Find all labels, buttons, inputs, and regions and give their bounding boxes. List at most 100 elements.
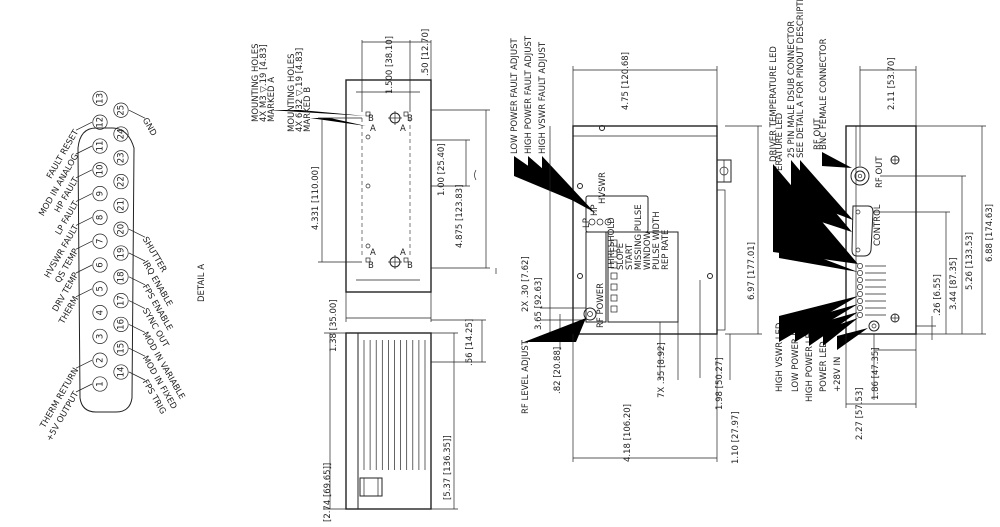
pin-7 <box>92 233 108 249</box>
dim-100: 1.00 [25.40] <box>437 143 447 196</box>
pin-leader-16 <box>128 324 146 333</box>
mark-a-1: A <box>370 124 376 134</box>
status-led <box>857 291 863 297</box>
pin-leader-19 <box>128 252 146 262</box>
pin-leader-7 <box>75 240 93 250</box>
panel-slot <box>610 283 618 291</box>
dim-26: .26 [6.55] <box>933 274 943 316</box>
pin-9 <box>92 186 108 202</box>
pin-6 <box>92 257 108 273</box>
heat-sink: [2.74 [69.65]] [5.37 [136.35]] .56 [14.2… <box>323 319 486 522</box>
pin-number-7: 7 <box>96 238 106 243</box>
dim-697: 6.97 [177.01] <box>747 242 757 300</box>
panel-slot <box>610 250 618 258</box>
pin-number-16: 16 <box>117 319 127 330</box>
pin-leader-8 <box>75 217 93 226</box>
dim-274: [2.74 [69.65]] <box>323 463 333 522</box>
pin-leader-15 <box>128 347 146 357</box>
pin-19 <box>113 245 129 261</box>
pin-number-15: 15 <box>117 343 127 354</box>
pin-3 <box>92 328 108 344</box>
pin-18 <box>113 269 129 285</box>
pin-number-14: 14 <box>117 367 127 378</box>
dim-4331: 4.331 [110.00] <box>311 167 321 230</box>
bnc-female-connector: BNC FEMALE CONNECTOR <box>819 38 829 150</box>
dim-1500: 1.500 [38.10] <box>385 36 395 94</box>
mark-b-4: B <box>407 261 413 271</box>
pin-number-10: 10 <box>96 164 106 175</box>
status-led <box>857 298 863 304</box>
pin-number-6: 6 <box>96 262 106 267</box>
dsub-connector: 25 PIN MALE DSUB CONNECTOR <box>787 21 797 158</box>
adjust-pot <box>604 218 612 226</box>
pin-number-9: 9 <box>96 191 106 196</box>
pin-leader-12 <box>75 121 93 131</box>
pin-number-5: 5 <box>96 286 106 291</box>
panel-label-hp: HP <box>590 204 600 216</box>
dim-82: .82 [20.88] <box>553 347 563 394</box>
pin-number-12: 12 <box>96 117 106 128</box>
pin-number-4: 4 <box>96 310 106 315</box>
panel-label-pulse-width: PULSE WIDTH <box>652 211 662 270</box>
pin-number-8: 8 <box>96 215 106 220</box>
mark-b-1: B <box>368 114 374 124</box>
panel-label-start: START <box>625 243 635 270</box>
pin-leader-1 <box>75 383 93 393</box>
rf-out-panel-text: RF OUT <box>875 156 885 188</box>
dim-7x35: 7X .35 [8.92] <box>657 342 667 398</box>
pin-1 <box>92 376 108 392</box>
mark-a-3: A <box>370 248 376 258</box>
dim-198: 1.98 [50.27] <box>715 357 725 410</box>
panel-label-threshold: THRESHOLD <box>607 217 617 271</box>
holes-a-line-2: 4X M3 ▽.19 [4.83] <box>259 44 269 122</box>
pin-leader-10 <box>75 169 93 179</box>
pin-number-25: 25 <box>117 105 127 116</box>
pin-number-17: 17 <box>117 295 127 306</box>
status-led <box>857 277 863 283</box>
status-led <box>857 305 863 311</box>
status-led <box>857 284 863 290</box>
fin-group <box>363 340 426 470</box>
pin-12 <box>92 114 108 130</box>
pin-number-3: 3 <box>96 334 106 339</box>
pin-8 <box>92 209 108 225</box>
mark-b-2: B <box>407 114 413 124</box>
front-view: LP HP HVSWR THRESHOLD SLOPE START MISSIN… <box>510 35 762 464</box>
panel-label-slope: SLOPE <box>616 243 626 270</box>
pin-number-22: 22 <box>117 176 127 187</box>
panel-slot <box>610 294 618 302</box>
high-vswr-fault-adjust: HIGH VSWR FAULT ADJUST <box>538 41 548 154</box>
rf-out-label: RF OUT <box>813 118 823 150</box>
panel-label-hvswr: HVSWR <box>598 172 608 204</box>
pin-leader-6 <box>75 264 93 274</box>
pin-number-1: 1 <box>96 381 106 386</box>
pin-15 <box>113 340 129 356</box>
pin-number-19: 19 <box>117 248 127 259</box>
pin-25 <box>113 102 129 118</box>
pin-leader-14 <box>128 371 146 381</box>
side-view: B A B A A B A B MOUNTING HOLES 4X M3 ▽.1… <box>251 29 490 352</box>
mark-b-3: B <box>368 261 374 271</box>
dim-50: .50 [12.70] <box>421 29 431 76</box>
led-group <box>857 263 886 318</box>
pin-number-20: 20 <box>117 224 127 235</box>
holes-a-line-3: MARKED A <box>267 77 277 122</box>
pin-13 <box>92 90 108 106</box>
pin-leader-9 <box>75 193 93 202</box>
pin-number-24: 24 <box>117 129 127 140</box>
holes-a-line-1: MOUNTING HOLES <box>251 43 261 122</box>
holes-b-line-1: MOUNTING HOLES <box>287 53 297 132</box>
control-panel-text: CONTROL <box>873 204 883 246</box>
plus-28v-in: +28V IN <box>833 357 843 392</box>
dim-344: 3.44 [87.35] <box>949 257 959 310</box>
pin-24 <box>113 126 129 142</box>
dim-211: 2.11 [53.70] <box>887 57 897 110</box>
pin-10 <box>92 162 108 178</box>
detail-a-connector: 1234567891011121314151617181920212223242… <box>77 90 207 413</box>
pin-22 <box>113 174 129 190</box>
status-led <box>857 312 863 318</box>
high-vswr-led: HIGH VSWR LED <box>775 322 785 392</box>
pin-number-18: 18 <box>117 271 127 282</box>
